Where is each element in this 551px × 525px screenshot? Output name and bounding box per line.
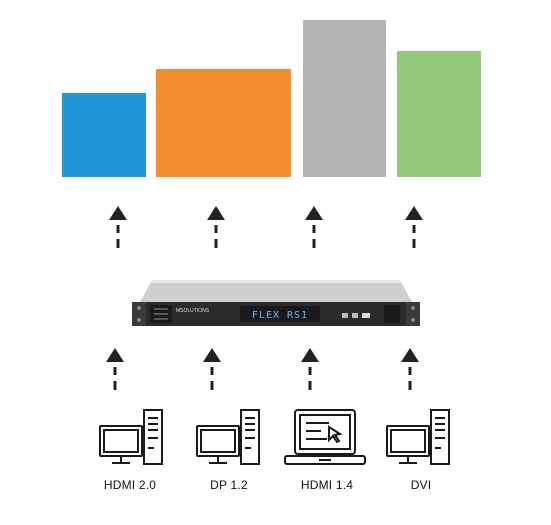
arrow-up-icon (203, 348, 221, 390)
arrow-up-icon (207, 206, 225, 248)
arrow-up-icon (401, 348, 419, 390)
output-screen-blue (62, 93, 146, 177)
device-logo-text: FLEX RS1 (252, 310, 308, 321)
arrow-up-icon (109, 206, 127, 248)
source-label-hdmi-2-0: HDMI 2.0 (103, 478, 157, 492)
laptop-icon (284, 409, 366, 465)
source-label-dvi: DVI (410, 478, 432, 492)
desktop-computer-icon (386, 409, 450, 465)
arrow-up-icon (405, 206, 423, 248)
output-screen-green (397, 51, 481, 177)
output-screen-orange (156, 69, 291, 177)
arrow-up-icon (305, 206, 323, 248)
source-label-dp-1-2: DP 1.2 (210, 478, 248, 492)
output-screen-gray (303, 20, 386, 177)
source-label-hdmi-1-4: HDMI 1.4 (300, 478, 354, 492)
desktop-computer-icon (196, 409, 260, 465)
device-brand-text: MSOLUTIONS (176, 308, 210, 314)
rack-mount-device: MSOLUTIONS FLEX RS1 (132, 280, 420, 326)
arrow-up-icon (301, 348, 319, 390)
desktop-computer-icon (99, 409, 163, 465)
arrow-up-icon (106, 348, 124, 390)
